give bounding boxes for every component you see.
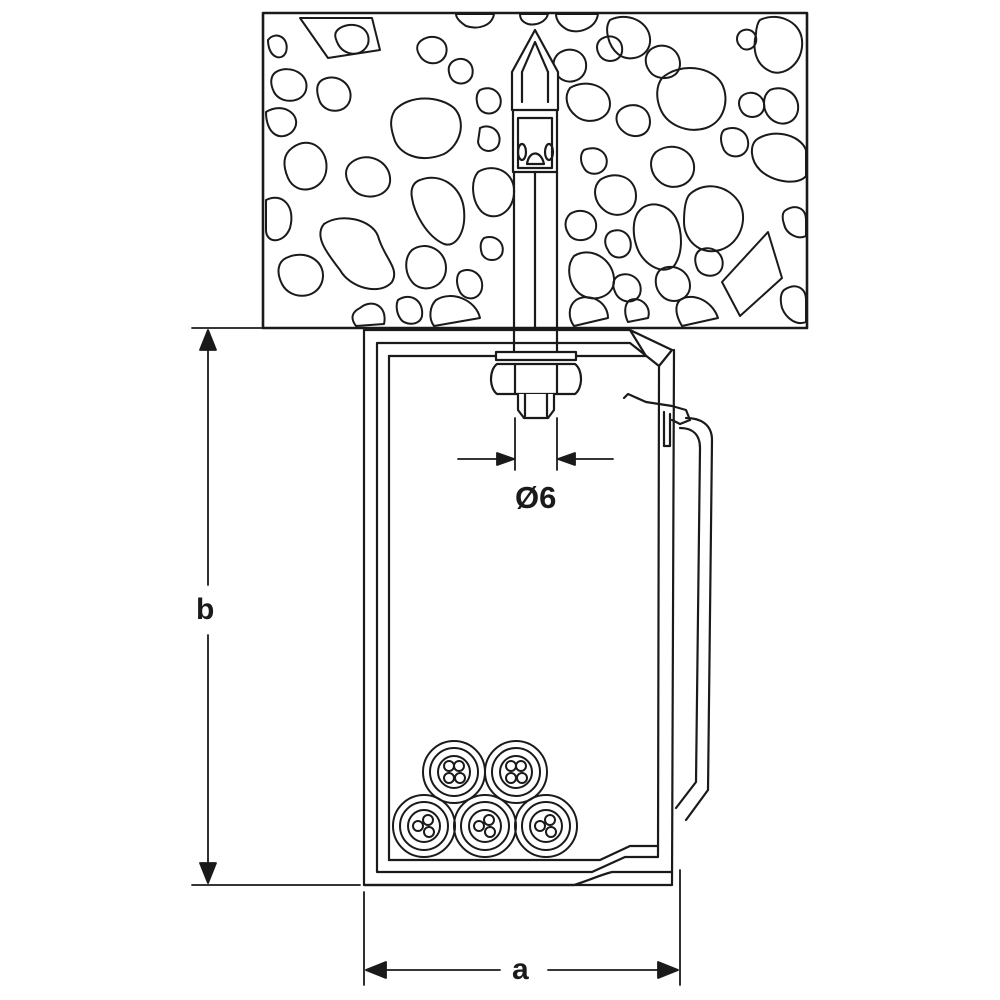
width-arrow-right (657, 961, 679, 979)
sleeve-slot-right (543, 142, 555, 162)
sleeve-wedge (525, 152, 546, 166)
tray-inner-wall (375, 341, 661, 874)
concrete-aggregate (265, 13, 807, 327)
cable-4 (453, 794, 517, 858)
width-arrow-left (365, 961, 387, 979)
diameter-label: Ø6 (515, 480, 557, 515)
bolt-nut-assembly (489, 350, 583, 420)
anchor-sleeve (511, 108, 559, 174)
cable-2 (484, 740, 548, 804)
width-label: a (512, 953, 529, 986)
tray-outer-wall (362, 328, 676, 887)
height-arrow-top (199, 329, 217, 351)
bolt-tip-crease (520, 40, 550, 74)
retaining-clip (622, 392, 714, 822)
anchor-sleeve-inner (516, 116, 554, 170)
tray-right-rim (628, 328, 674, 368)
cable-1 (422, 740, 486, 804)
height-label: b (196, 593, 215, 626)
cable-3 (392, 794, 456, 858)
diameter-arrow-left (496, 452, 515, 466)
cable-5 (514, 794, 578, 858)
tray-bottom-curve (362, 870, 674, 887)
cable-tray (362, 328, 676, 887)
clip-tab (662, 410, 672, 448)
bolt-tip (510, 28, 560, 112)
washer (494, 350, 578, 362)
diameter-arrow-right (557, 452, 576, 466)
cable-bundle (392, 740, 578, 858)
bolt-end (516, 392, 556, 420)
dimension-diameter (457, 417, 614, 471)
sleeve-slot-left (516, 142, 528, 162)
tray-bottom-lip (387, 844, 660, 862)
hex-nut (489, 362, 583, 396)
anchor-bolt (510, 28, 560, 360)
height-arrow-bottom (199, 862, 217, 884)
clip-cover-outer (684, 416, 714, 822)
clip-cover-inner (674, 426, 702, 810)
dimension-height (191, 327, 361, 886)
dimension-width (363, 869, 681, 986)
clip-hook (622, 392, 692, 426)
